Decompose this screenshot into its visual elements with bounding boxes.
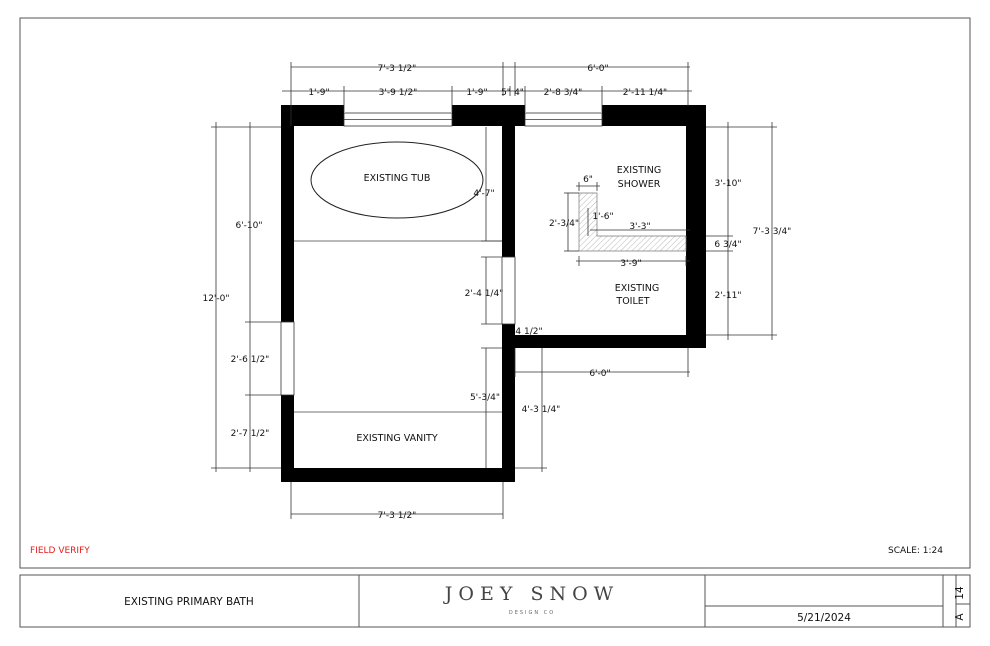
dim-top-seg-2: 3'-9 1/2" — [379, 88, 418, 98]
dim-top-seg-3: 1'-9" — [466, 88, 487, 98]
sheet-date: 5/21/2024 — [797, 612, 851, 624]
label-existing-tub: EXISTING TUB — [364, 173, 431, 184]
dim-shower-6: 6" — [583, 175, 593, 185]
brand-subtitle: DESIGN CO — [509, 610, 555, 616]
sheet-letter: A — [954, 613, 966, 621]
dim-top-overall-right: 6'-0" — [587, 64, 608, 74]
dim-top-seg-7: 2'-11 1/4" — [623, 88, 667, 98]
label-shower-line1: EXISTING — [617, 165, 661, 176]
dim-top-seg-4: 5" — [501, 88, 511, 98]
dim-shower-1-6: 1'-6" — [592, 212, 613, 222]
door-center — [501, 256, 516, 325]
dim-shower-2-3-4: 2'-3/4" — [549, 219, 579, 229]
dim-right-overall: 7'-3 3/4" — [753, 227, 792, 237]
dimension-lines — [211, 62, 777, 519]
dim-right-6-3-4: 6 3/4" — [714, 240, 741, 250]
dim-bottom-overall: 7'-3 1/2" — [378, 511, 417, 521]
room-labels: EXISTING TUB EXISTING SHOWER EXISTING TO… — [356, 165, 661, 444]
dimension-labels: 7'-3 1/2" 6'-0" 1'-9" 3'-9 1/2" 1'-9" 5"… — [202, 64, 791, 521]
dim-inner-5-3-4: 5'-3/4" — [470, 393, 500, 403]
dim-inner-4-7: 4'-7" — [473, 189, 494, 199]
dim-right-2-11: 2'-11" — [714, 291, 741, 301]
brand-logo-text: JOEY SNOW — [443, 583, 619, 605]
sheet-frame — [19, 17, 971, 569]
dim-shower-3-3: 3'-3" — [629, 222, 650, 232]
dim-inner-2-4: 2'-4 1/4" — [465, 289, 504, 299]
tub-shape — [310, 141, 484, 219]
sheet-number: 14 — [954, 586, 966, 600]
dim-left-seg-2: 2'-6 1/2" — [231, 355, 270, 365]
dim-top-seg-6: 2'-8 3/4" — [544, 88, 583, 98]
dim-top-overall-left: 7'-3 1/2" — [378, 64, 417, 74]
title-block — [19, 574, 971, 628]
windows — [343, 112, 603, 127]
label-toilet-line2: TOILET — [615, 296, 649, 307]
dim-shower-3-9: 3'-9" — [620, 259, 641, 269]
dim-bottom-right: 6'-0" — [589, 369, 610, 379]
dim-top-seg-1: 1'-9" — [308, 88, 329, 98]
dim-inner-4-half: 4 1/2" — [515, 327, 542, 337]
dim-right-3-10: 3'-10" — [714, 179, 741, 189]
sheet-title: EXISTING PRIMARY BATH — [124, 596, 254, 608]
label-existing-vanity: EXISTING VANITY — [356, 433, 438, 444]
door-left — [280, 321, 295, 396]
scale-note: SCALE: 1:24 — [888, 546, 943, 556]
walls — [281, 105, 706, 482]
label-toilet-line1: EXISTING — [615, 283, 659, 294]
dim-left-seg-3: 2'-7 1/2" — [231, 429, 270, 439]
dim-left-seg-1: 6'-10" — [235, 221, 262, 231]
doors — [280, 256, 516, 396]
field-verify-note: FIELD VERIFY — [30, 546, 90, 556]
label-shower-line2: SHOWER — [618, 179, 661, 190]
dim-inner-4-3: 4'-3 1/4" — [522, 405, 561, 415]
dim-top-seg-5: 4" — [514, 88, 524, 98]
dim-left-overall: 12'-0" — [202, 294, 229, 304]
